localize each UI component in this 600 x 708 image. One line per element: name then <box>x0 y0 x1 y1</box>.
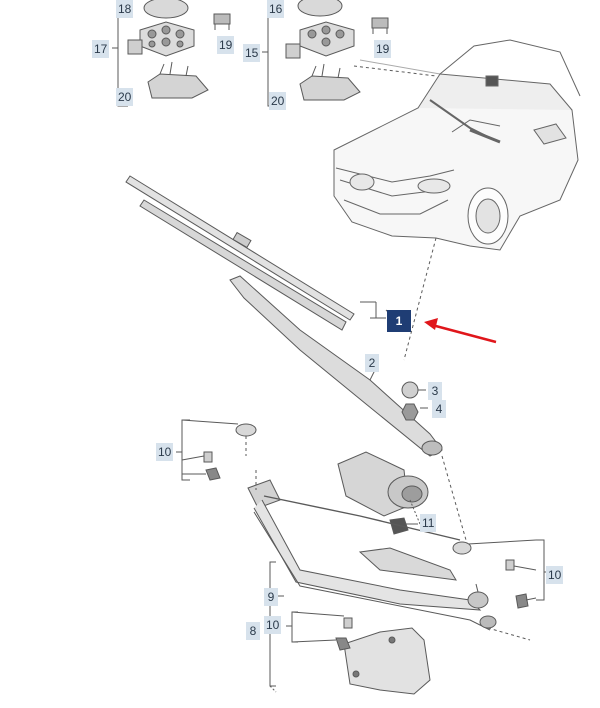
callout-20-right: 20 <box>269 92 287 110</box>
callout-10-left: 10 <box>156 443 174 461</box>
red-arrow <box>424 318 497 344</box>
car-illustration <box>333 39 581 251</box>
callout-18: 18 <box>116 0 134 18</box>
callout-16: 16 <box>267 0 285 18</box>
callout-19-right: 19 <box>374 40 392 58</box>
wiper-blades <box>125 175 395 331</box>
callout-1-highlighted: 1 <box>387 310 411 332</box>
callout-2: 2 <box>365 354 379 372</box>
callout-10-lower: 10 <box>264 616 282 634</box>
wiper-arm <box>229 275 443 457</box>
callout-10-right: 10 <box>546 566 564 584</box>
wiper-linkage <box>247 479 497 631</box>
callout-11: 11 <box>420 514 437 532</box>
fastener-group-left <box>176 419 257 481</box>
wiper-motor <box>337 451 429 535</box>
fastener-group-right <box>452 539 550 609</box>
callout-4: 4 <box>432 400 446 418</box>
callout-19-left: 19 <box>217 36 235 54</box>
callout-17: 17 <box>92 40 110 58</box>
callout-3: 3 <box>428 382 442 400</box>
callout-8: 8 <box>246 622 260 640</box>
sensor-group-left <box>112 0 231 107</box>
callout-9: 9 <box>264 588 278 606</box>
mounting-bracket <box>335 617 431 695</box>
callout-20-left: 20 <box>116 88 134 106</box>
callout-15: 15 <box>243 44 261 62</box>
